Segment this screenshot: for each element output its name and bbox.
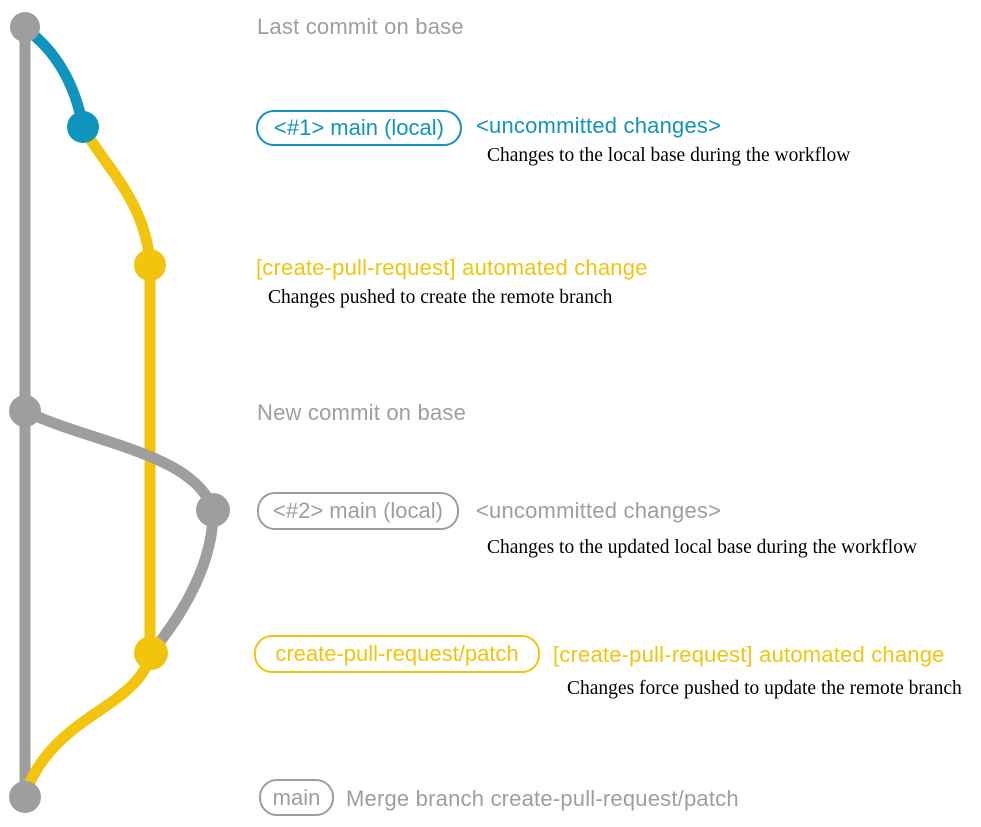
- local-main-2-out-line: [19, 405, 219, 516]
- caption-pr-update: Changes force pushed to update the remot…: [567, 678, 962, 699]
- commit-message-pr-update: [create-pull-request] automated change: [553, 642, 945, 667]
- commit-dot-last-base: [10, 12, 40, 42]
- commit-dot-pr-update: [134, 636, 168, 670]
- commit-dot-main-local-2: [196, 493, 230, 527]
- commit-dot-new-base: [9, 395, 41, 427]
- branch-badge-pr-patch: create-pull-request/patch: [254, 635, 540, 673]
- commit-message-last-base: Last commit on base: [257, 14, 464, 39]
- branch-badge-main-local-2: <#2> main (local): [257, 492, 459, 530]
- commit-message-uncommitted-2: <uncommitted changes>: [476, 498, 722, 523]
- caption-pr-create: Changes pushed to create the remote bran…: [268, 287, 613, 308]
- commit-dot-main-local-1: [67, 111, 99, 143]
- commit-message-merge: Merge branch create-pull-request/patch: [346, 786, 739, 811]
- caption-uncommitted-2: Changes to the updated local base during…: [487, 537, 917, 558]
- commit-message-uncommitted-1: <uncommitted changes>: [476, 113, 722, 138]
- pr-branch-line: [77, 121, 156, 659]
- commit-message-new-base: New commit on base: [257, 400, 467, 425]
- branch-badge-main-local-1: <#1> main (local): [256, 110, 462, 146]
- local-main-2-merge-line: [145, 504, 219, 659]
- commit-dot-pr-create: [134, 249, 166, 281]
- caption-uncommitted-1: Changes to the local base during the wor…: [487, 145, 851, 166]
- branch-badge-main: main: [259, 779, 334, 816]
- commit-dot-merge: [9, 781, 41, 813]
- commit-message-pr-create: [create-pull-request] automated change: [256, 255, 648, 280]
- local-main-1-line: [19, 22, 89, 133]
- pr-merge-line: [18, 647, 157, 803]
